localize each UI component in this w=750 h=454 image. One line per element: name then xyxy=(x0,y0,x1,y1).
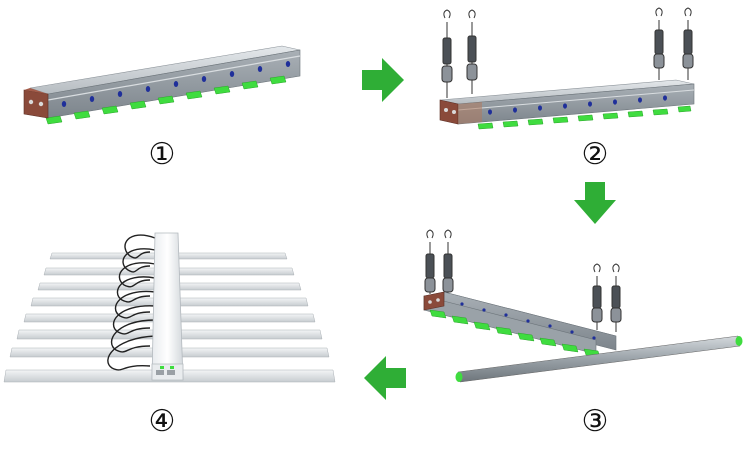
step-number-1: ① xyxy=(142,140,182,170)
step3-hanging-bar-and-pipe xyxy=(424,230,743,382)
arrow-down-icon xyxy=(574,182,616,224)
step4-assembled-fixture xyxy=(4,233,335,382)
step-number-2: ② xyxy=(575,140,615,170)
arrow-left-icon xyxy=(364,356,406,400)
step-number-3: ③ xyxy=(575,407,615,437)
step1-light-bar xyxy=(24,46,300,124)
step-number-4: ④ xyxy=(142,407,182,437)
arrow-right-icon xyxy=(362,58,404,102)
step2-bar-with-hangers xyxy=(440,8,694,129)
